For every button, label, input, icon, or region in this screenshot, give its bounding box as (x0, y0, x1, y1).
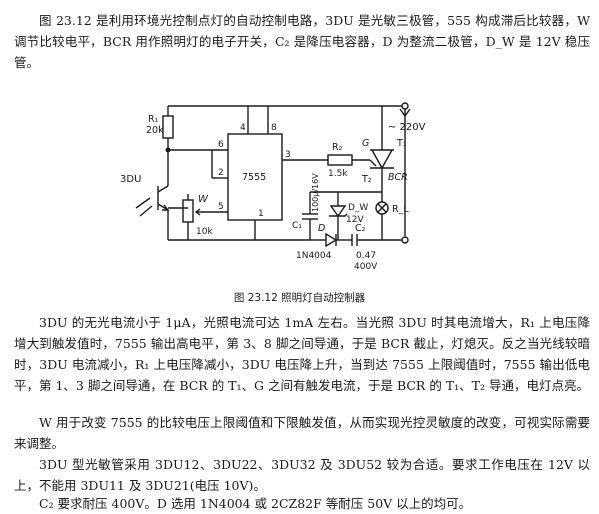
zener-icon (329, 205, 347, 218)
pin3-label: 3 (285, 150, 291, 160)
r2-resistor (327, 154, 353, 166)
mains-label: ~ 220V (388, 122, 426, 133)
ic-name-label: 7555 (242, 172, 266, 183)
working-paragraph: 3DU 的无光电流小于 1μA，光照电流可达 1mA 左右。当光照 3DU 时其… (14, 315, 590, 393)
gate-label: G (362, 138, 369, 149)
c1-value-label: 100μ/16V (311, 173, 320, 212)
r1-name-label: R₁ (148, 114, 159, 125)
pin4-label: 4 (240, 123, 246, 133)
caps-paragraph: C₂ 要求耐压 400V。D 选用 1N4004 或 2CZ82F 等耐压 50… (39, 496, 472, 511)
bcr-label: BCR (388, 172, 408, 183)
tube-paragraph: 3DU 型光敏管采用 3DU12、3DU22、3DU32 及 3DU52 较为合… (14, 457, 590, 493)
t1-label: T₁ (396, 138, 407, 149)
c2-name-label: C₂ (355, 223, 366, 234)
diode-icon (325, 232, 338, 248)
pin2-label: 2 (218, 168, 224, 178)
r1-resistor (162, 115, 174, 139)
pin8-label: 8 (271, 123, 277, 133)
pot-resistor (182, 199, 194, 223)
light-ray-icon (135, 197, 151, 209)
figure-caption: 图 23.12 照明灯自动控制器 (233, 292, 366, 304)
intro-paragraph: 图 23.12 是利用环境光控制点灯的自动控制电路，3DU 是光敏三极管，555… (14, 13, 590, 70)
r2-name-label: R₂ (332, 142, 343, 153)
phototransistor-label: 3DU (120, 174, 141, 185)
mains-terminal-bottom (401, 236, 409, 244)
r1-value-label: 20k (146, 125, 164, 136)
pin6-label: 6 (218, 140, 224, 150)
wiper-arrow-icon (194, 208, 201, 216)
mains-arrow-icon (399, 108, 411, 118)
pot-name-label: W (198, 194, 209, 205)
pin5-label: 5 (218, 202, 224, 212)
r2-value-label: 1.5k (328, 169, 348, 179)
bcr-gate-lead (369, 159, 377, 167)
dw-name-label: D_W (348, 203, 368, 213)
t2-label: T₂ (361, 174, 372, 185)
dw-value-label: 12V (346, 215, 364, 225)
light-ray-icon (139, 205, 153, 217)
c2-value-label: 0.47 (356, 251, 376, 261)
c1-name-label: C₁ (292, 221, 302, 231)
pot-value-label: 10k (196, 227, 213, 237)
mains-terminal-top (401, 102, 409, 110)
circuit-diagram: R₁ 20k 3DU W 10k 7555 4 8 6 2 5 1 3 R₂ 1… (120, 102, 426, 272)
pin1-label: 1 (258, 209, 264, 219)
adjust-paragraph: W 用于改变 7555 的比较电压上限阈值和下限触发值，从而实现光控灵敏度的改变… (14, 415, 590, 451)
diode-name-label: D (318, 223, 325, 234)
c2-voltage-label: 400V (354, 262, 378, 272)
node-dot (165, 147, 171, 153)
lamp-label: R_L (392, 204, 409, 215)
lamp-filament (377, 203, 387, 213)
diode-part-label: 1N4004 (296, 251, 332, 261)
phototransistor-collector (157, 185, 169, 193)
